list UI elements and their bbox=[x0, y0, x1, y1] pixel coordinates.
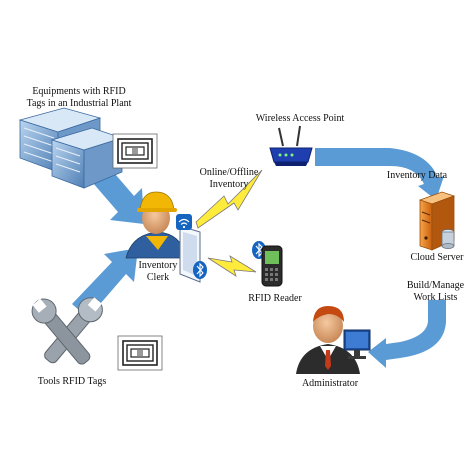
wifi-icon bbox=[176, 214, 192, 230]
tools-rfid-tags-label: Tools RFID Tags bbox=[37, 376, 107, 387]
worker-helmet-icon bbox=[125, 191, 187, 259]
cloud-server-icon bbox=[418, 191, 456, 251]
rfid-tag-icon bbox=[112, 133, 158, 169]
arrow-ap-to-cloud bbox=[315, 148, 444, 200]
inventory-clerk-label: Inventory Clerk bbox=[138, 260, 178, 283]
bluetooth-icon bbox=[193, 261, 207, 279]
online-offline-inventory-label: Online/Offline Inventory bbox=[199, 167, 259, 190]
rfid-reader-label: RFID Reader bbox=[248, 293, 302, 304]
equipments-label: Equipments with RFID Tags in an Industri… bbox=[26, 86, 132, 109]
lightning-bolt-online bbox=[195, 169, 263, 229]
arrow-cloud-to-admin bbox=[368, 300, 446, 368]
rfid-tag-icon bbox=[117, 335, 163, 371]
rfid-reader-icon bbox=[261, 245, 283, 287]
build-manage-work-lists-label: Build/Manage Work Lists bbox=[406, 280, 465, 303]
administrator-label: Administrator bbox=[301, 378, 359, 389]
lightning-bolt-reader bbox=[207, 255, 257, 277]
wrench-tools-icon bbox=[31, 297, 103, 365]
wireless-access-point-label: Wireless Access Point bbox=[255, 113, 345, 124]
wireless-router-icon bbox=[269, 125, 313, 166]
cloud-server-label: Cloud Server bbox=[410, 252, 464, 263]
inventory-data-label: Inventory Data bbox=[386, 170, 448, 181]
server-rack-icon bbox=[18, 107, 124, 189]
administrator-icon bbox=[296, 306, 371, 374]
